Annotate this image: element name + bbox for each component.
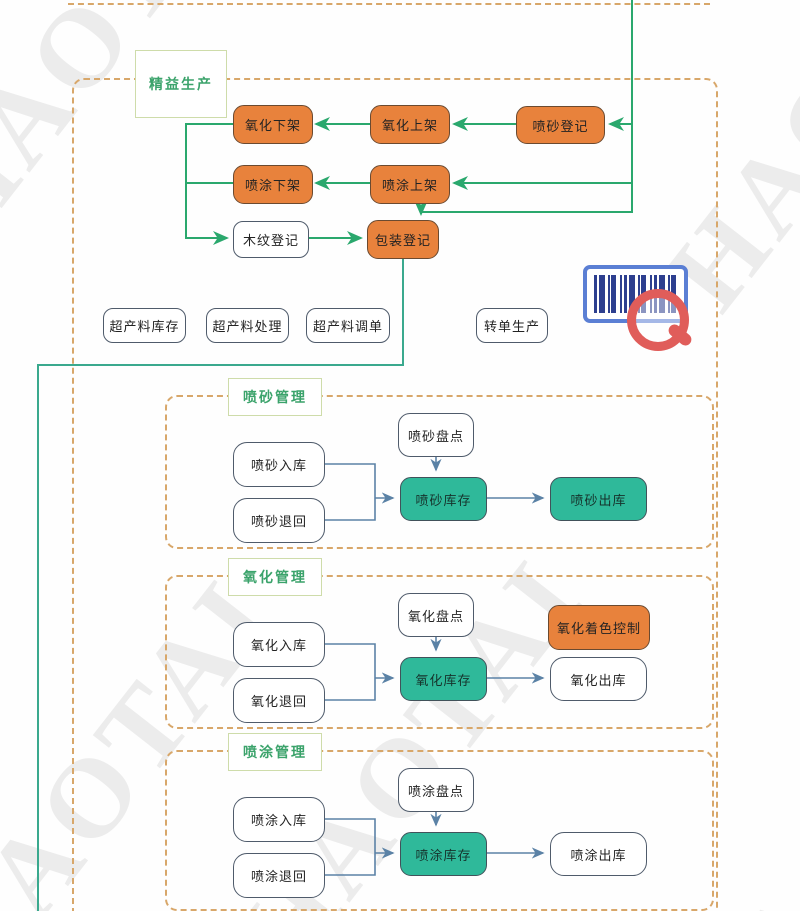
node-oxidation-inventory: 氧化库存 bbox=[400, 657, 487, 701]
node-sandblast-outbound: 喷砂出库 bbox=[550, 477, 647, 521]
node-spray-unrack: 喷涂下架 bbox=[233, 165, 313, 204]
node-excess-transfer: 超产料调单 bbox=[306, 308, 390, 343]
node-sandblast-inventory: 喷砂库存 bbox=[400, 477, 487, 521]
node-oxidation-check: 氧化盘点 bbox=[398, 593, 474, 637]
node-spray-outbound: 喷涂出库 bbox=[550, 832, 647, 876]
node-transfer-production: 转单生产 bbox=[476, 308, 548, 343]
node-oxidation-return: 氧化退回 bbox=[233, 678, 325, 723]
node-spray-inventory: 喷涂库存 bbox=[400, 832, 487, 876]
upper-container-edge bbox=[68, 3, 710, 5]
spray-section-label: 喷涂管理 bbox=[228, 733, 322, 771]
lean-production-label: 精益生产 bbox=[135, 50, 227, 118]
node-oxidation-unrack: 氧化下架 bbox=[233, 105, 313, 144]
node-packing-register: 包装登记 bbox=[367, 220, 439, 259]
node-sandblast-inbound: 喷砂入库 bbox=[233, 442, 325, 487]
node-excess-inventory: 超产料库存 bbox=[103, 308, 186, 343]
node-spray-rack: 喷涂上架 bbox=[370, 165, 450, 204]
node-oxidation-inbound: 氧化入库 bbox=[233, 622, 325, 667]
oxidation-section-label: 氧化管理 bbox=[228, 558, 322, 596]
node-spray-check: 喷涂盘点 bbox=[398, 768, 474, 812]
lean-production-container bbox=[72, 78, 718, 911]
node-oxidation-outbound: 氧化出库 bbox=[550, 657, 647, 701]
node-sandblast-return: 喷砂退回 bbox=[233, 498, 325, 543]
node-spray-return: 喷涂退回 bbox=[233, 853, 325, 898]
node-woodgrain-register: 木纹登记 bbox=[233, 221, 309, 258]
sandblast-section-label: 喷砂管理 bbox=[228, 378, 322, 416]
node-excess-handling: 超产料处理 bbox=[206, 308, 289, 343]
node-sandblast-check: 喷砂盘点 bbox=[398, 413, 474, 457]
node-sandblast-register: 喷砂登记 bbox=[516, 106, 605, 144]
node-oxidation-color-control: 氧化着色控制 bbox=[548, 605, 650, 650]
sandblast-section-container bbox=[165, 395, 714, 549]
barcode-search-icon bbox=[583, 263, 703, 363]
oxidation-section-container bbox=[165, 575, 714, 729]
node-spray-inbound: 喷涂入库 bbox=[233, 797, 325, 842]
spray-section-container bbox=[165, 750, 714, 911]
node-oxidation-rack: 氧化上架 bbox=[370, 105, 450, 144]
